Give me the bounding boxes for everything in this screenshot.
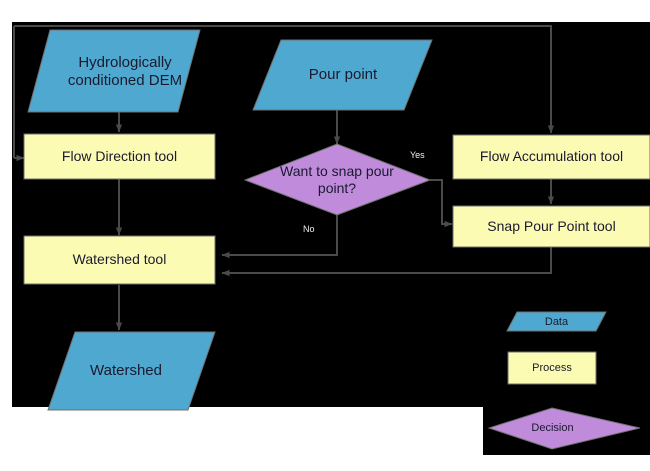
- node-label-flow-direction-tool: Flow Direction tool: [24, 134, 215, 179]
- node-label-dem: Hydrologically conditioned DEM: [48, 34, 188, 110]
- node-shape-pour-point: [252, 39, 433, 111]
- legend-shape-data: [506, 311, 607, 332]
- node-label-watershed: Watershed: [48, 332, 204, 410]
- edge-label-no-text: No: [303, 224, 315, 234]
- edge-dem-to-flowacc: [14, 25, 555, 134]
- node-shape-decision: [243, 143, 432, 216]
- edge-label-no: No: [303, 224, 315, 234]
- edge-decision-yes: [430, 179, 453, 228]
- legend-text-data: Data: [544, 315, 569, 328]
- node-label-pour-point: Pour point: [265, 42, 421, 108]
- edge-decision-no: [221, 212, 338, 259]
- legend-shape-decision: [487, 407, 641, 450]
- node-text-watershed: Watershed: [90, 361, 162, 379]
- node-text-flow-direction-tool: Flow Direction tool: [61, 147, 178, 164]
- node-shape-flow-accumulation-tool: [452, 134, 650, 180]
- edge-label-yes: Yes: [410, 150, 425, 160]
- node-shape-snap-pour-point-tool: [452, 205, 650, 248]
- node-text-dem: Hydrologically conditioned DEM: [67, 53, 183, 89]
- node-shape-flow-direction-tool: [23, 133, 216, 180]
- node-text-snap-pour-point-tool: Snap Pour Point tool: [487, 217, 616, 234]
- node-text-watershed-tool: Watershed tool: [72, 251, 167, 268]
- node-shape-watershed-tool: [23, 235, 216, 285]
- node-shape-watershed: [47, 331, 216, 411]
- node-label-flow-accumulation-tool: Flow Accumulation tool: [453, 135, 650, 179]
- node-label-watershed-tool: Watershed tool: [24, 236, 215, 284]
- node-label-snap-pour-point-tool: Snap Pour Point tool: [453, 206, 650, 247]
- node-text-flow-accumulation-tool: Flow Accumulation tool: [479, 148, 624, 165]
- legend-label-decision: Decision: [489, 414, 616, 442]
- legend-label-data: Data: [507, 312, 606, 331]
- node-text-decision: Want to snap pour point?: [280, 162, 394, 196]
- node-label-decision: Want to snap pour point?: [267, 152, 407, 208]
- node-shape-dem: [27, 29, 201, 113]
- legend-text-decision: Decision: [531, 422, 574, 434]
- node-text-pour-point: Pour point: [308, 65, 378, 83]
- edge-label-yes-text: Yes: [410, 150, 425, 160]
- legend-shape-process: [507, 351, 597, 385]
- legend-label-process: Process: [508, 352, 596, 384]
- edge-snap-to-watershedtool: [221, 247, 552, 277]
- legend-text-process: Process: [532, 362, 572, 374]
